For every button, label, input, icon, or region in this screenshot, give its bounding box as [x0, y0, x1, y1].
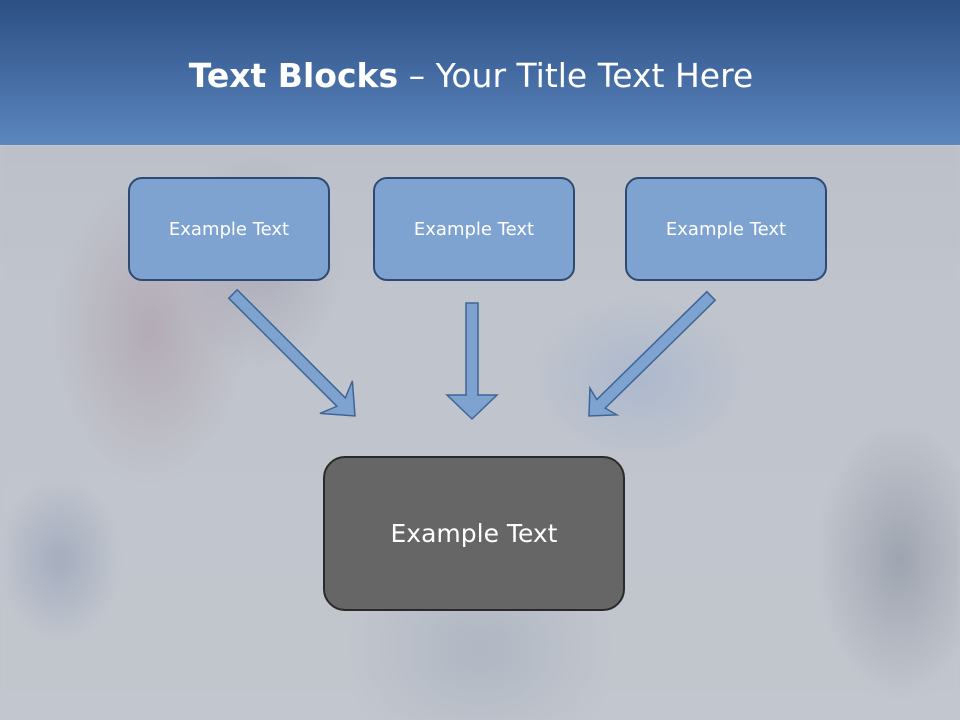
result-block-label: Example Text: [390, 519, 558, 548]
text-block-1: Example Text: [128, 177, 330, 281]
arrow-right-icon: [588, 290, 717, 417]
title-bold-part: Text Blocks: [188, 56, 399, 95]
title-band: [0, 0, 960, 145]
text-block-3: Example Text: [625, 177, 827, 281]
arrow-center-icon: [445, 302, 499, 421]
text-block-2-label: Example Text: [413, 218, 535, 240]
text-block-3-label: Example Text: [665, 218, 787, 240]
text-block-2: Example Text: [373, 177, 575, 281]
result-block: Example Text: [323, 456, 625, 611]
slide-title: Text Blocks – Your Title Text Here: [0, 52, 942, 100]
title-separator: –: [398, 56, 436, 95]
text-block-1-label: Example Text: [168, 218, 290, 240]
arrow-left-icon: [227, 288, 356, 417]
title-rest: Your Title Text Here: [435, 56, 754, 95]
